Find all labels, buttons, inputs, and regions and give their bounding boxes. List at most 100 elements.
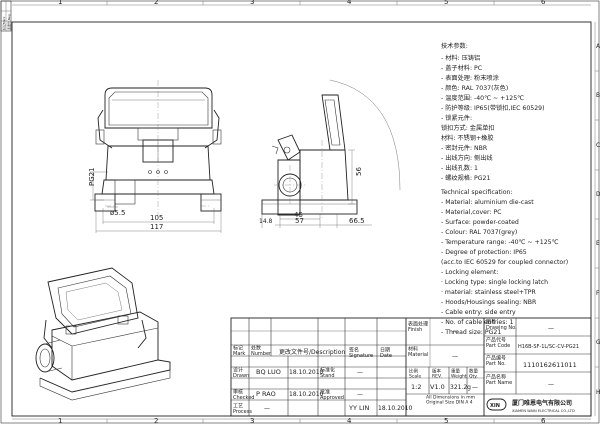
tb-material-value: — bbox=[452, 353, 458, 360]
spec-en-line-14: - Thread size: PG21 bbox=[441, 329, 501, 336]
dim-56: 56 bbox=[355, 167, 363, 176]
col-label-5-bottom: 5 bbox=[444, 417, 448, 424]
col-label-2: 2 bbox=[154, 0, 158, 6]
strip-label-reg: 变更号 Reg. bbox=[6, 13, 11, 30]
tb-part-code-value: H16B-SF-1L/SC-CV-PG21 bbox=[518, 344, 579, 350]
spec-cn-line-7: - 锁紧元件: bbox=[441, 114, 472, 122]
tb-scale-value: 1:2 bbox=[411, 383, 421, 391]
spec-cn-line-3: - 表面处理: 粉末喷涂 bbox=[441, 74, 499, 82]
col-label-4-bottom: 4 bbox=[347, 417, 352, 424]
tb-checked-name: P RAO bbox=[256, 390, 276, 398]
spec-cn: 技术参数: - 材料: 压铸铝 - 盖子材料: PC - 表面处理: 粉末喷涂 … bbox=[441, 42, 545, 182]
col-label-6-bottom: 6 bbox=[541, 417, 546, 424]
tb-qty-value: — bbox=[472, 384, 478, 391]
tb-change-header: 更改文件号/Description bbox=[279, 348, 345, 356]
tb-signer: YY LIN bbox=[348, 404, 370, 412]
dim-45: 45 bbox=[294, 211, 303, 219]
tb-weight-value: 321.2g bbox=[450, 384, 471, 391]
tb-rev-value: V1.0 bbox=[430, 383, 445, 391]
col-label-3: 3 bbox=[250, 0, 254, 6]
row-label-g: G bbox=[596, 339, 600, 346]
spec-cn-line-11: - 出线方向: 侧出线 bbox=[441, 154, 493, 162]
dim-hole-diameter: ø5.5 bbox=[110, 209, 125, 217]
spec-cn-line-1: - 材料: 压铸铝 bbox=[441, 54, 480, 62]
tb-drawn-date: 18.10.2010 bbox=[289, 369, 324, 376]
dim-66-5: 66.5 bbox=[349, 217, 365, 225]
company-logo-frame bbox=[486, 398, 507, 411]
col-label-5: 5 bbox=[444, 0, 448, 6]
col-label-1-bottom: 1 bbox=[58, 417, 62, 424]
tb-approved-value: — bbox=[357, 391, 363, 398]
dim-57: 57 bbox=[295, 217, 304, 225]
row-label-c: C bbox=[596, 142, 600, 149]
company-name-cn: 厦门唯恩电气有限公司 bbox=[512, 399, 572, 407]
spec-en-line-12: - Cable entry: side entry bbox=[441, 309, 516, 316]
dim-117: 117 bbox=[150, 223, 163, 231]
spec-en-line-2: - Material,cover: PC bbox=[441, 209, 502, 216]
front-view-dimensions: PG21 ø5.5 105 117 bbox=[88, 167, 222, 233]
spec-en-line-4: - Colour: RAL 7037(grey) bbox=[441, 229, 517, 236]
tb-part-name-value: — bbox=[548, 381, 554, 388]
tb-part-no-value: 1110162611011 bbox=[523, 361, 577, 369]
row-label-b: B bbox=[596, 92, 600, 99]
strip-label-mark: 标记Mark bbox=[1, 16, 6, 30]
dim-pg21-front: PG21 bbox=[88, 167, 96, 186]
side-view-dimensions: 56 45 57 66.5 14.8 bbox=[259, 149, 372, 228]
col-label-3-bottom: 3 bbox=[250, 417, 254, 424]
spec-en-line-11: - Hoods/Housings sealing: NBR bbox=[441, 299, 537, 306]
col-label-6: 6 bbox=[541, 0, 546, 6]
spec-en-line-10: · material: stainless steel+TPR bbox=[441, 289, 537, 296]
column-zones bbox=[12, 1, 599, 423]
spec-en: Technical specification: - Material: alu… bbox=[440, 189, 568, 336]
spec-cn-line-5: - 温度范围: -40℃ ~ +125℃ bbox=[441, 94, 524, 102]
spec-en-line-13: - No. of cable entries: 1 bbox=[441, 319, 513, 326]
tb-finish-value: — bbox=[452, 328, 458, 335]
title-block bbox=[230, 317, 592, 417]
spec-cn-line-4: - 颜色: RAL 7037(灰色) bbox=[441, 84, 508, 92]
spec-cn-line-2: - 盖子材料: PC bbox=[441, 64, 482, 72]
row-label-d: D bbox=[596, 191, 600, 198]
tb-checked-date: 18.10.2010 bbox=[289, 391, 324, 398]
spec-en-line-5: - Temperature range: -40℃ ~ +125℃ bbox=[441, 239, 559, 246]
col-label-1: 1 bbox=[58, 0, 62, 6]
row-label-f: F bbox=[596, 290, 600, 297]
tb-drawn-name: BQ LUO bbox=[256, 368, 281, 376]
spec-cn-line-8: 锁扣方式: 金属单扣 bbox=[441, 124, 495, 132]
col-label-4: 4 bbox=[347, 0, 352, 6]
dim-14-8: 14.8 bbox=[259, 218, 273, 225]
row-zone-labels: A B C D E F G H bbox=[596, 43, 600, 396]
spec-en-title: Technical specification: bbox=[440, 189, 512, 196]
spec-cn-line-13: - 螺纹规格: PG21 bbox=[441, 174, 490, 182]
front-view bbox=[94, 80, 222, 215]
spec-cn-title: 技术参数: bbox=[441, 42, 468, 50]
spec-cn-line-6: - 防护等级: IP65(带锁扣,IEC 60529) bbox=[441, 104, 545, 112]
company-name-en: XIAMEN WAIN ELECTRICAL CO.,LTD bbox=[512, 409, 575, 413]
dim-105: 105 bbox=[150, 214, 163, 222]
company-logo: XIN bbox=[490, 403, 500, 409]
spec-en-line-3: - Surface: powder-coated bbox=[441, 219, 519, 226]
revision-strip: 标记Mark 变更号 Reg. bbox=[0, 0, 12, 32]
row-label-e: E bbox=[596, 240, 600, 247]
spec-en-line-7: (acc.to IEC 60529 for coupled connector) bbox=[441, 259, 568, 266]
